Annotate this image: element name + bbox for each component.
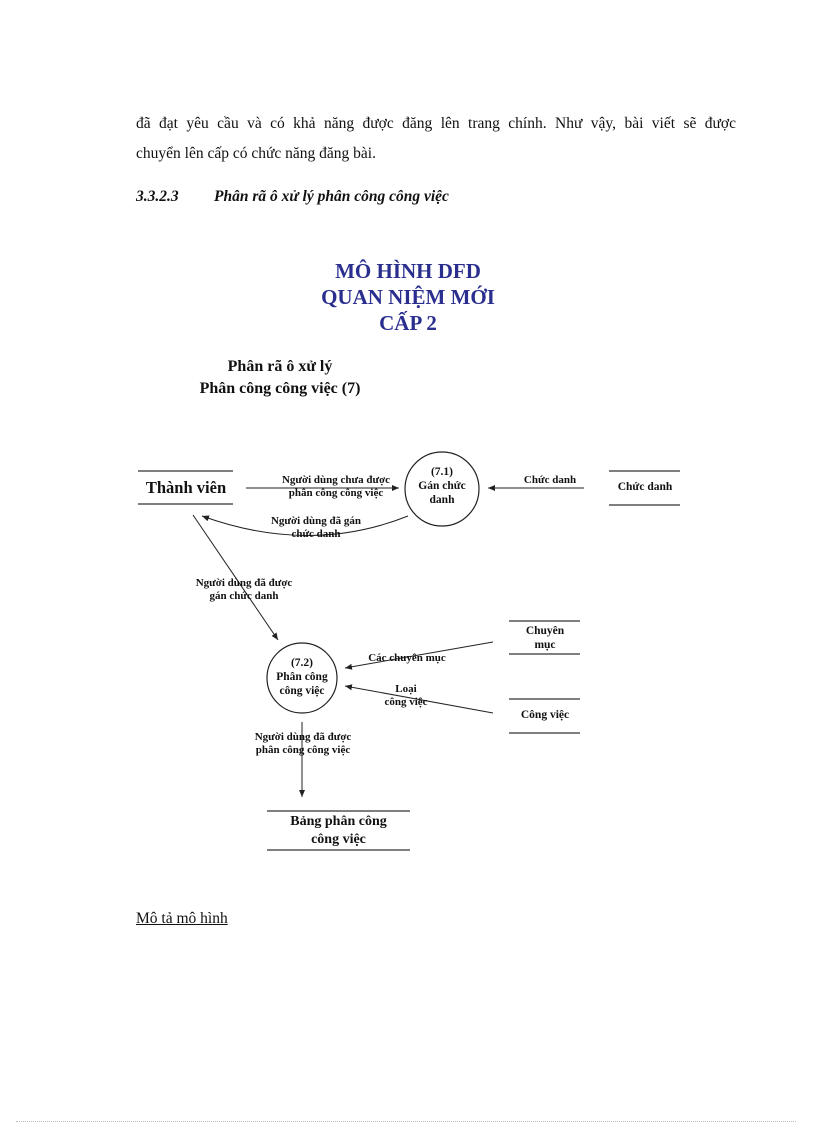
flow-label-line: phân công công việc — [288, 487, 384, 499]
page-bottom-dotted-rule — [16, 1121, 796, 1122]
diagram-title-line-2: QUAN NIỆM MỚI — [321, 285, 495, 309]
store-chuyen-muc-line-1: Chuyên — [525, 625, 565, 637]
diagram-title: MÔ HÌNH DFD QUAN NIỆM MỚI CẤP 2 — [258, 258, 558, 336]
flow-label-da-phan-cong: Người dùng đã được phân công công việc — [236, 731, 370, 757]
process-7-1-name-1: Gán chức — [418, 480, 466, 492]
flow-label-chua-phan-cong: Người dùng chưa được phân công công việc — [266, 474, 406, 500]
section-number: 3.3.2.3 — [136, 188, 179, 205]
process-7-1: (7.1) Gán chức danh — [405, 465, 479, 507]
store-chuc-danh: Chức danh — [617, 481, 673, 493]
process-7-1-circle — [404, 451, 480, 527]
section-title: Phân rã ô xử lý phân công công việc — [214, 188, 449, 205]
process-7-1-name-2: danh — [429, 494, 455, 506]
body-paragraph-line-1: đã đạt yêu cầu và có khả năng được đăng … — [136, 115, 736, 132]
flow-label-da-duoc-gan: Người dùng đã được gán chức danh — [176, 577, 312, 603]
body-paragraph-line-2: chuyển lên cấp có chức năng đăng bài. — [136, 145, 376, 162]
store-cong-viec: Công việc — [520, 709, 570, 721]
flow-label-cac-chuyen-muc: Các chuyên mục — [368, 652, 446, 664]
process-7-2-circle — [266, 642, 338, 714]
flow-label-chuc-danh: Chức danh — [523, 474, 577, 486]
entity-thanh-vien: Thành viên — [145, 478, 227, 497]
flow-label-line: Người dùng đã được — [254, 731, 352, 743]
section-heading: 3.3.2.3 Phân rã ô xử lý phân công công vi… — [136, 188, 449, 206]
store-chuyen-muc: Chuyên mục — [506, 624, 584, 652]
description-heading: Mô tả mô hình — [136, 910, 228, 927]
flow-label-loai-cong-viec: Loại công việc — [366, 683, 446, 709]
diagram-title-line-3: CẤP 2 — [379, 311, 437, 335]
flow-label-line: Loại — [395, 683, 417, 695]
flow-label-line: chức danh — [291, 528, 341, 540]
process-7-2: (7.2) Phân công công việc — [267, 656, 337, 698]
store-chuyen-muc-line-2: mục — [534, 639, 556, 651]
flow-label-da-gan: Người dùng đã gán chức danh — [246, 515, 386, 541]
diagram-subtitle: Phân rã ô xử lý Phân công công việc (7) — [160, 356, 400, 400]
flow-label-line: Người dùng đã được — [195, 577, 293, 589]
flow-label-line: Người dùng đã gán — [270, 515, 362, 527]
flow-label-line: phân công công việc — [255, 744, 351, 756]
diagram-subtitle-line-1: Phân rã ô xử lý — [227, 358, 333, 375]
diagram-subtitle-line-2: Phân công công việc (7) — [199, 380, 361, 397]
flow-label-line: công việc — [384, 696, 428, 708]
process-7-2-name-2: công việc — [279, 685, 325, 697]
process-7-2-name-1: Phân công — [276, 671, 328, 683]
store-bang-phan-cong-line-2: công việc — [311, 832, 366, 847]
process-7-2-id: (7.2) — [290, 657, 314, 669]
diagram-title-line-1: MÔ HÌNH DFD — [335, 259, 481, 283]
flow-label-line: Người dùng chưa được — [281, 474, 391, 486]
process-7-1-id: (7.1) — [430, 466, 454, 478]
store-bang-phan-cong-line-1: Bảng phân công — [290, 814, 387, 829]
flow-label-line: gán chức danh — [209, 590, 279, 602]
store-bang-phan-cong: Bảng phân công công việc — [267, 813, 410, 849]
